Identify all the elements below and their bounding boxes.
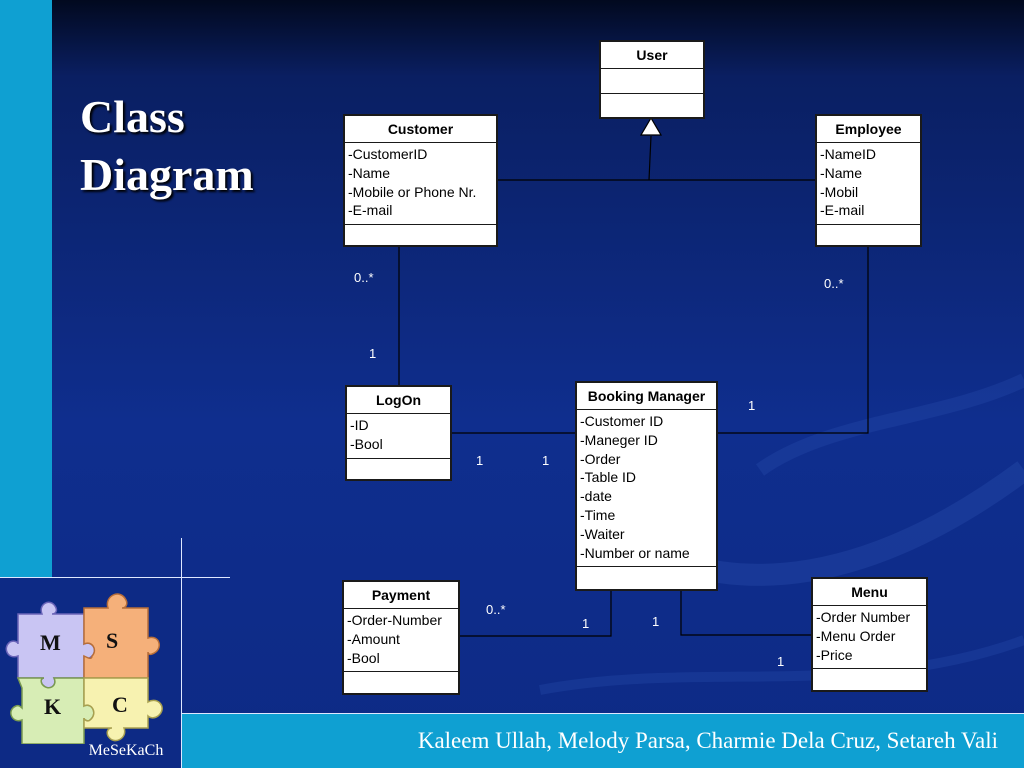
multiplicity-label: 0..* (354, 270, 374, 285)
divider-vertical (181, 538, 182, 768)
class-user-operations (601, 94, 703, 118)
class-user-name: User (601, 42, 703, 69)
attribute: -Bool (350, 435, 383, 452)
attribute: -Mobile or Phone Nr. (348, 183, 477, 200)
attribute: -E-mail (348, 202, 393, 219)
multiplicity-label: 1 (748, 398, 756, 413)
attribute: -Number or name (580, 544, 690, 561)
class-employee: Employee -NameID -Name -Mobil -E-mail (815, 114, 922, 247)
attribute: -Mobil (820, 183, 859, 200)
class-payment: Payment -Order-Number -Amount -Bool (342, 580, 460, 695)
class-employee-attributes: -NameID -Name -Mobil -E-mail (817, 143, 920, 226)
left-accent-bar (0, 0, 52, 578)
attribute: -Amount (347, 630, 400, 647)
attribute: -Table ID (580, 469, 637, 486)
attribute: -Order (580, 450, 621, 467)
logo-caption: MeSeKaCh (88, 742, 164, 759)
class-customer-attributes: -CustomerID -Name -Mobile or Phone Nr. -… (345, 143, 496, 226)
attribute: -Customer ID (580, 413, 664, 429)
footer-bar (182, 714, 1024, 768)
multiplicity-label: 1 (652, 614, 660, 629)
class-customer-name: Customer (345, 116, 496, 143)
footer-divider (182, 713, 1024, 714)
logo-letter-s: S (106, 628, 119, 653)
class-employee-name: Employee (817, 116, 920, 143)
class-logon: LogOn -ID -Bool (345, 385, 452, 481)
attribute: -Name (820, 164, 863, 181)
logo-letter-m: M (40, 630, 61, 655)
attribute: -Order Number (816, 609, 911, 625)
logo-letter-k: K (44, 694, 62, 719)
attribute: -Menu Order (816, 627, 896, 644)
multiplicity-label: 1 (369, 346, 377, 361)
class-user: User (599, 40, 705, 119)
multiplicity-label: 1 (777, 654, 785, 669)
puzzle-icon (5, 593, 163, 744)
multiplicity-label: 1 (476, 453, 484, 468)
attribute: -date (580, 488, 612, 505)
attribute: -Maneger ID (580, 431, 658, 448)
class-menu-attributes: -Order Number -Menu Order -Price (813, 606, 926, 670)
class-customer: Customer -CustomerID -Name -Mobile or Ph… (343, 114, 498, 247)
attribute: -Price (816, 646, 853, 663)
class-logon-attributes: -ID -Bool (347, 414, 450, 459)
authors-footer: Kaleem Ullah, Melody Parsa, Charmie Dela… (417, 728, 998, 753)
title-line-2: Diagram (80, 149, 254, 200)
attribute: -E-mail (820, 202, 865, 219)
title-line-1: Class (80, 91, 185, 142)
logo-letter-c: C (112, 692, 128, 717)
multiplicity-label: 0..* (824, 276, 844, 291)
attribute: -CustomerID (348, 146, 428, 162)
class-payment-attributes: -Order-Number -Amount -Bool (344, 609, 458, 673)
attribute: -ID (350, 417, 369, 433)
attribute: -Waiter (580, 525, 625, 542)
multiplicity-label: 0..* (486, 602, 506, 617)
class-user-attributes (601, 69, 703, 94)
attribute: -NameID (820, 146, 877, 162)
class-logon-name: LogOn (347, 387, 450, 414)
class-booking-manager-name: Booking Manager (577, 383, 716, 410)
attribute: -Bool (347, 649, 380, 666)
divider-horizontal (0, 577, 230, 578)
class-booking-manager: Booking Manager -Customer ID -Maneger ID… (575, 381, 718, 591)
class-menu-name: Menu (813, 579, 926, 606)
multiplicity-label: 1 (582, 616, 590, 631)
class-menu: Menu -Order Number -Menu Order -Price (811, 577, 928, 692)
team-logo: M S K C (0, 578, 182, 744)
slide-title: Class Diagram (80, 88, 320, 204)
multiplicity-label: 1 (542, 453, 550, 468)
attribute: -Order-Number (347, 612, 442, 628)
class-booking-manager-attributes: -Customer ID -Maneger ID -Order -Table I… (577, 410, 716, 568)
attribute: -Time (580, 506, 616, 523)
attribute: -Name (348, 164, 391, 181)
class-payment-name: Payment (344, 582, 458, 609)
